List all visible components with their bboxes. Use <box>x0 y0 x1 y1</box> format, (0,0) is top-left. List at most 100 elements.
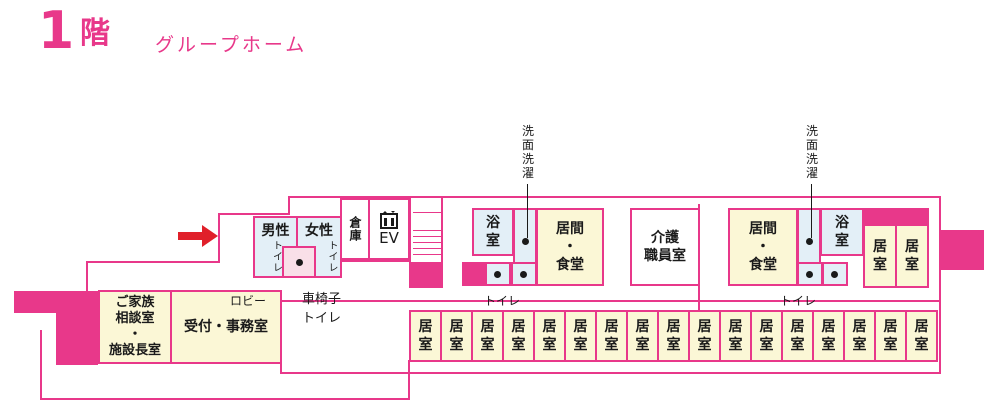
consultation-room: ご家族 相談室 ・ 施設長室 <box>98 290 172 364</box>
toilet-left-a <box>485 262 511 286</box>
resident-room-label: 居室 <box>905 239 919 273</box>
wall <box>40 330 42 400</box>
leader-line <box>527 184 528 238</box>
resident-room-label: 居室 <box>759 319 774 353</box>
resident-room: 居室 <box>874 310 907 362</box>
wheelchair-restroom <box>282 246 316 278</box>
wall <box>40 398 410 400</box>
elevator-label: EV <box>379 229 399 247</box>
stair-step <box>413 236 441 237</box>
wall-fill <box>863 208 929 226</box>
stair-step <box>413 242 441 243</box>
wall <box>86 261 220 263</box>
wash-dot <box>522 238 529 245</box>
wall <box>218 213 220 263</box>
resident-room-label: 居室 <box>914 319 929 353</box>
womens-restroom-label: 女性 <box>305 222 333 239</box>
resident-room: 居室 <box>626 310 659 362</box>
resident-room-label: 居室 <box>821 319 836 353</box>
resident-room-label: 居室 <box>852 319 867 353</box>
resident-room: 居室 <box>502 310 535 362</box>
resident-room: 居室 <box>688 310 721 362</box>
toilet-dot <box>494 271 501 278</box>
toilet-dot <box>806 271 813 278</box>
resident-room-label: 居室 <box>449 319 464 353</box>
arrow-right-icon <box>178 225 218 247</box>
wall <box>288 196 443 198</box>
resident-room: 居室 <box>409 310 442 362</box>
wall <box>408 360 410 400</box>
resident-room: 居室 <box>657 310 690 362</box>
wall <box>218 213 290 215</box>
storage-room: 倉庫 <box>340 198 370 260</box>
wall <box>280 300 940 302</box>
resident-room: 居室 <box>719 310 752 362</box>
toilet-right-b <box>822 262 848 286</box>
resident-room: 居室 <box>564 310 597 362</box>
wash-dot <box>806 238 813 245</box>
resident-room-label: 居室 <box>728 319 743 353</box>
toilet-dot <box>520 271 527 278</box>
resident-room-label: 居室 <box>883 319 898 353</box>
resident-room-label: 居室 <box>604 319 619 353</box>
wash-label-right: 洗面洗濯 <box>806 124 819 180</box>
wall <box>441 196 443 286</box>
wall <box>86 261 88 291</box>
reception-office: 受付・事務室 <box>170 290 282 364</box>
bath-left-label: 浴室 <box>486 215 500 249</box>
restroom-dot <box>295 258 303 266</box>
resident-room: 居室 <box>440 310 473 362</box>
wall <box>409 196 411 262</box>
resident-room: 居室 <box>533 310 566 362</box>
resident-room: 居室 <box>595 310 628 362</box>
toilet-label-right: トイレ <box>780 294 817 308</box>
toilet-left-b <box>511 262 537 286</box>
womens-restroom-sub: トイレ <box>326 239 337 273</box>
wall <box>340 260 410 262</box>
stair-step <box>413 230 441 231</box>
elevator: EV <box>368 198 410 260</box>
wash-right <box>797 208 821 264</box>
toilet-label-left: トイレ <box>484 294 521 308</box>
toilet-dot <box>831 271 838 278</box>
mens-restroom-label: 男性 <box>261 222 290 239</box>
wall <box>939 196 941 374</box>
leader-line <box>811 184 812 238</box>
wall <box>288 196 290 214</box>
resident-room-label: 居室 <box>511 319 526 353</box>
resident-room-label: 居室 <box>790 319 805 353</box>
living-left: 居間 ・ 食堂 <box>536 208 604 286</box>
bath-right: 浴室 <box>820 208 864 256</box>
stair-step <box>413 212 441 213</box>
wall-fill <box>940 230 984 270</box>
wall <box>441 196 941 198</box>
living-right: 居間 ・ 食堂 <box>728 208 798 286</box>
lobby-label: ロビー <box>230 294 267 308</box>
resident-room-label: 居室 <box>666 319 681 353</box>
resident-room-label: 居室 <box>480 319 495 353</box>
staff-room: 介護 職員室 <box>630 208 700 286</box>
resident-room: 居室 <box>471 310 504 362</box>
resident-room-top-2: 居室 <box>895 224 929 288</box>
mens-restroom-sub: トイレ <box>270 239 282 273</box>
stair-step <box>413 248 441 249</box>
resident-room: 居室 <box>843 310 876 362</box>
wall <box>280 372 940 374</box>
wash-left <box>513 208 537 264</box>
toilet-right-a <box>797 262 823 286</box>
floor-number: 1 <box>38 1 75 61</box>
resident-room: 居室 <box>781 310 814 362</box>
resident-room-label: 居室 <box>542 319 557 353</box>
bath-right-label: 浴室 <box>835 215 849 249</box>
resident-room-label: 居室 <box>635 319 650 353</box>
resident-room-label: 居室 <box>873 239 887 273</box>
resident-room-label: 居室 <box>418 319 433 353</box>
resident-room-label: 居室 <box>697 319 712 353</box>
elevator-icon <box>380 211 398 229</box>
resident-room-label: 居室 <box>573 319 588 353</box>
resident-room: 居室 <box>905 310 938 362</box>
wall-fill <box>56 291 98 365</box>
bath-left: 浴室 <box>472 208 514 256</box>
wheelchair-restroom-label: 車椅子 トイレ <box>302 292 342 326</box>
resident-room: 居室 <box>812 310 845 362</box>
